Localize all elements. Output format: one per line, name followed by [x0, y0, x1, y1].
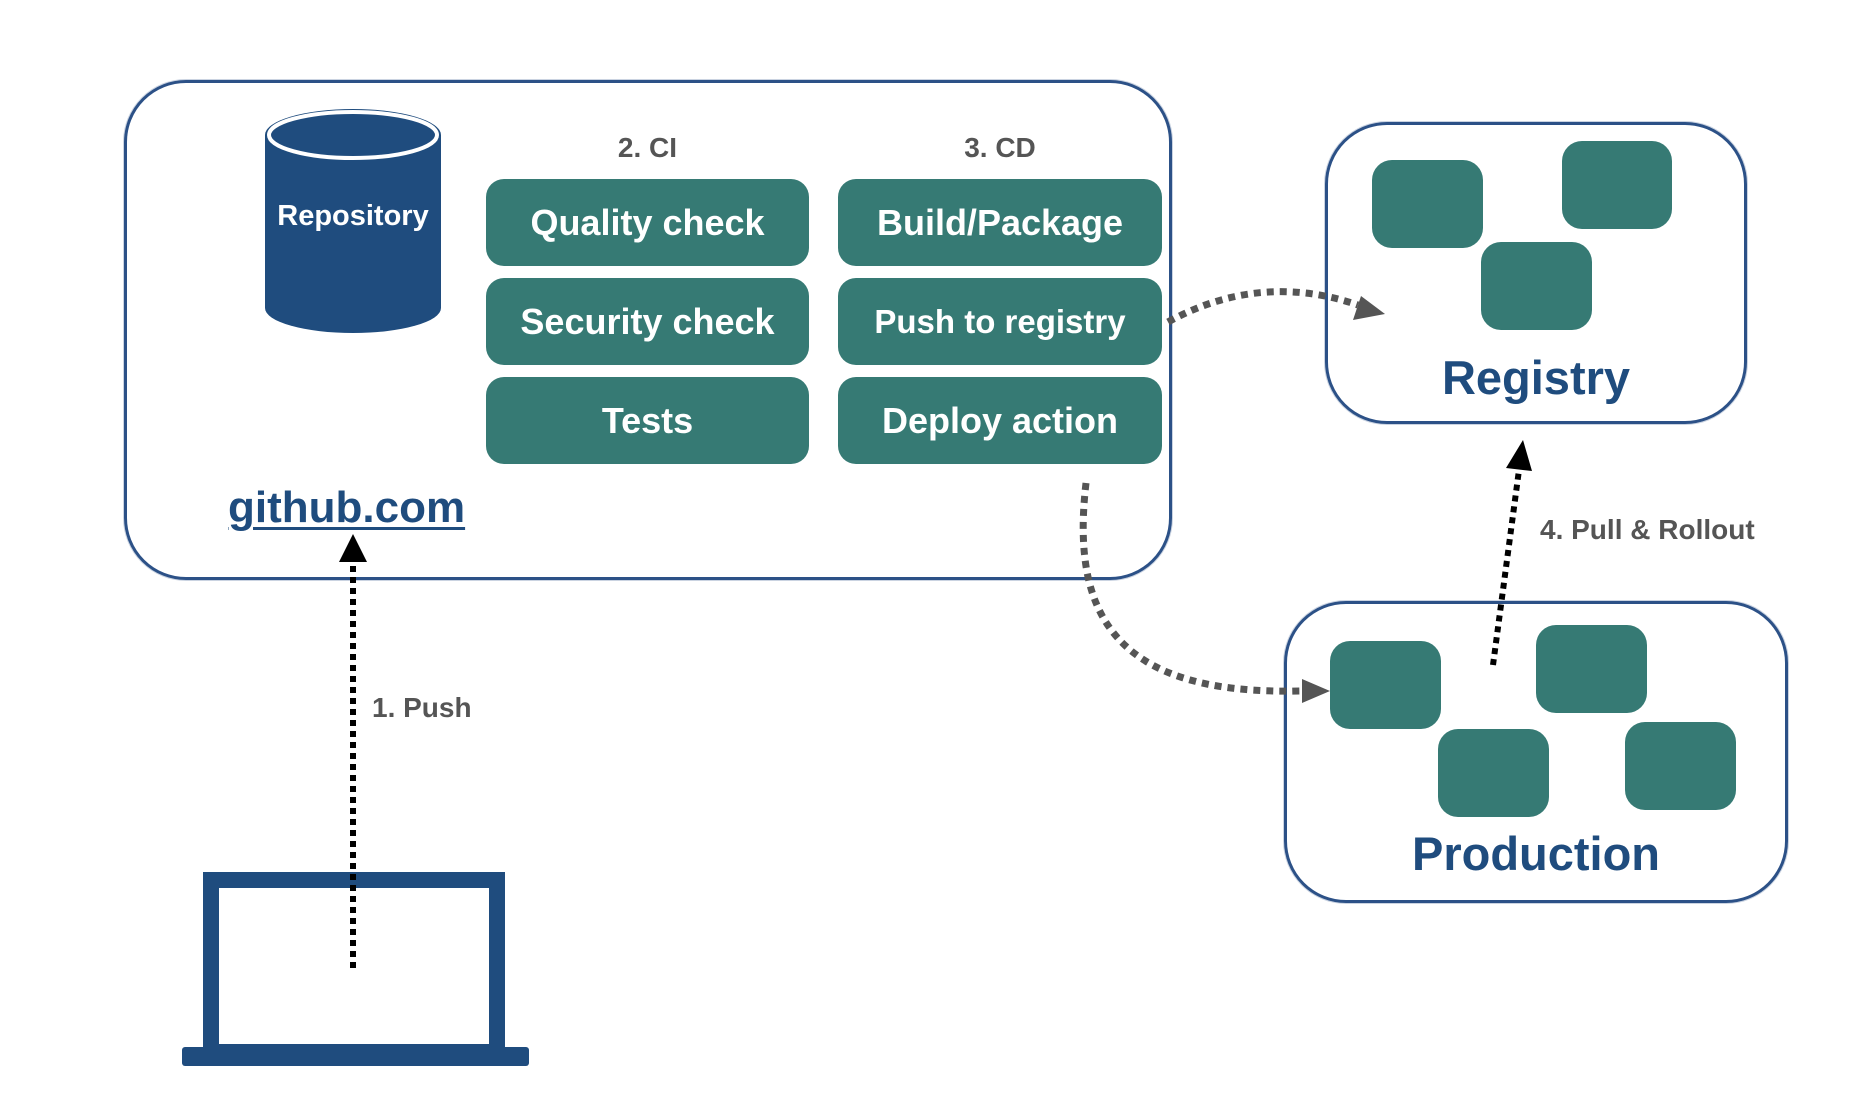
registry-artifact-block — [1372, 160, 1483, 248]
cd-step-push-to-registry: Push to registry — [838, 278, 1162, 365]
ci-step-quality-check: Quality check — [486, 179, 809, 266]
cd-step-build-package: Build/Package — [838, 179, 1162, 266]
pull-rollout-edge-label: 4. Pull & Rollout — [1540, 514, 1755, 545]
registry-artifact-block — [1562, 141, 1672, 229]
repository-label: Repository — [277, 200, 429, 232]
production-instance-block — [1330, 641, 1441, 729]
cd-step-deploy-action: Deploy action — [838, 377, 1162, 464]
ci-heading: 2. CI — [617, 132, 678, 163]
production-panel — [1284, 601, 1788, 903]
cd-heading: 3. CD — [964, 132, 1036, 163]
github-link[interactable]: github.com — [228, 483, 466, 532]
production-label: Production — [1411, 827, 1661, 880]
registry-artifact-block — [1481, 242, 1592, 330]
ci-step-security-check: Security check — [486, 278, 809, 365]
ci-step-tests: Tests — [486, 377, 809, 464]
registry-label: Registry — [1441, 351, 1631, 404]
push-edge-label: 1. Push — [372, 692, 472, 723]
github-panel — [124, 80, 1172, 580]
production-instance-block — [1625, 722, 1736, 810]
production-instance-block — [1438, 729, 1549, 817]
registry-panel — [1325, 122, 1747, 424]
production-instance-block — [1536, 625, 1647, 713]
